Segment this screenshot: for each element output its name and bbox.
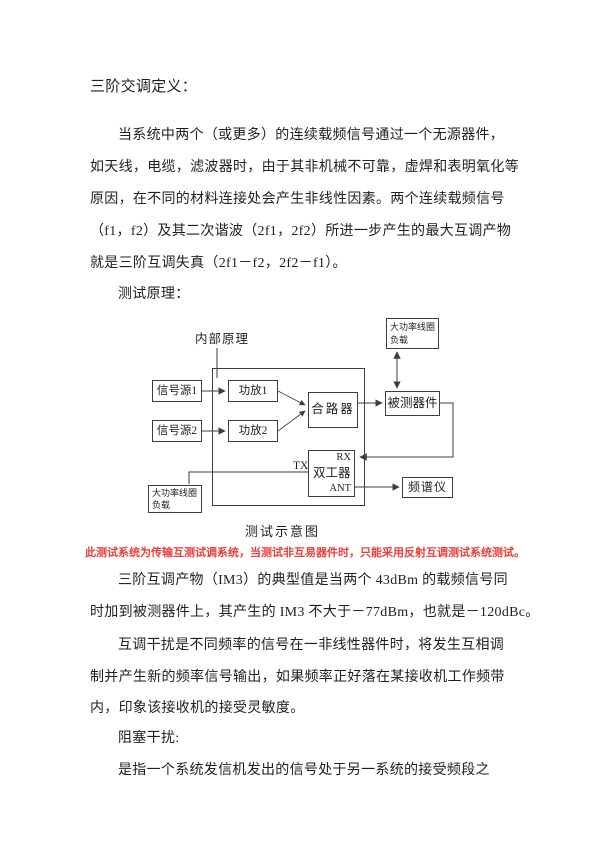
load-label-line1: 大功率线圈 <box>152 487 198 498</box>
paragraph-line: 是指一个系统发信机发出的信号处于另一系统的接受频段之 <box>118 763 490 778</box>
paragraph-line: 当系统中两个（或更多）的连续载频信号通过一个无源器件， <box>118 128 505 143</box>
device-under-test-box: 被测器件 <box>385 391 440 416</box>
internal-principle-label: 内部原理 <box>195 332 250 346</box>
duplexer-ant-port: ANT <box>329 483 351 495</box>
amplifier-2-box: 功放2 <box>228 420 278 442</box>
doc-subtitle: 测试原理： <box>118 287 190 302</box>
duplexer-label: 双工器 <box>313 465 351 480</box>
duplexer-box: RX 双工器 ANT <box>308 450 355 497</box>
paragraph-line: 时加到被测器件上，其产生的 IM3 不大于－77dBm，也就是－120dBc。 <box>90 605 540 620</box>
load-label-line2: 负载 <box>390 334 409 345</box>
high-power-load-bottom-box: 大功率线圈 负载 <box>148 485 202 513</box>
paragraph-line: 就是三阶互调失真（2f1－f2，2f2－f1）。 <box>90 256 347 271</box>
red-warning-note: 此测试系统为传输互测试调系统，当测试非互易器件时，只能采用反射互调测试系统测试。 <box>85 547 525 559</box>
doc-title: 三阶交调定义： <box>90 79 198 95</box>
blocking-interference-heading: 阻塞干扰: <box>118 731 180 746</box>
paragraph-line: 原因，在不同的材料连接处会产生非线性因素。两个连续载频信号 <box>90 192 505 207</box>
paragraph-line: 制并产生新的频率信号输出，如果频率正好落在某接收机工作频带 <box>90 670 505 685</box>
signal-source-2-box: 信号源2 <box>152 420 202 442</box>
high-power-load-top-box: 大功率线圈 负载 <box>386 318 439 349</box>
combiner-box: 合路器 <box>308 392 358 428</box>
paragraph-line: 互调干扰是不同频率的信号在一非线性器件时，将发生互相调 <box>118 638 505 653</box>
spectrum-analyzer-box: 频谱仪 <box>402 477 453 498</box>
amplifier-1-box: 功放1 <box>228 380 278 402</box>
duplexer-tx-port: TX <box>293 460 309 472</box>
signal-source-1-box: 信号源1 <box>152 380 202 402</box>
duplexer-rx-port: RX <box>336 452 351 463</box>
paragraph-line: 三阶互调产物（IM3）的典型值是当两个 43dBm 的载频信号同 <box>118 573 508 588</box>
paragraph-line: 内，印象该接收机的接受灵敏度。 <box>90 701 305 716</box>
diagram-caption: 测试示意图 <box>245 524 321 539</box>
paragraph-line: 如天线，电缆，滤波器时，由于其非机械不可靠，虚焊和表明氧化等 <box>90 160 519 175</box>
load-label-line1: 大功率线圈 <box>390 322 436 333</box>
paragraph-line: （f1，f2）及其二次谐波（2f1，2f2）所进一步产生的最大互调产物 <box>90 224 512 239</box>
load-label-line2: 负载 <box>152 500 171 510</box>
